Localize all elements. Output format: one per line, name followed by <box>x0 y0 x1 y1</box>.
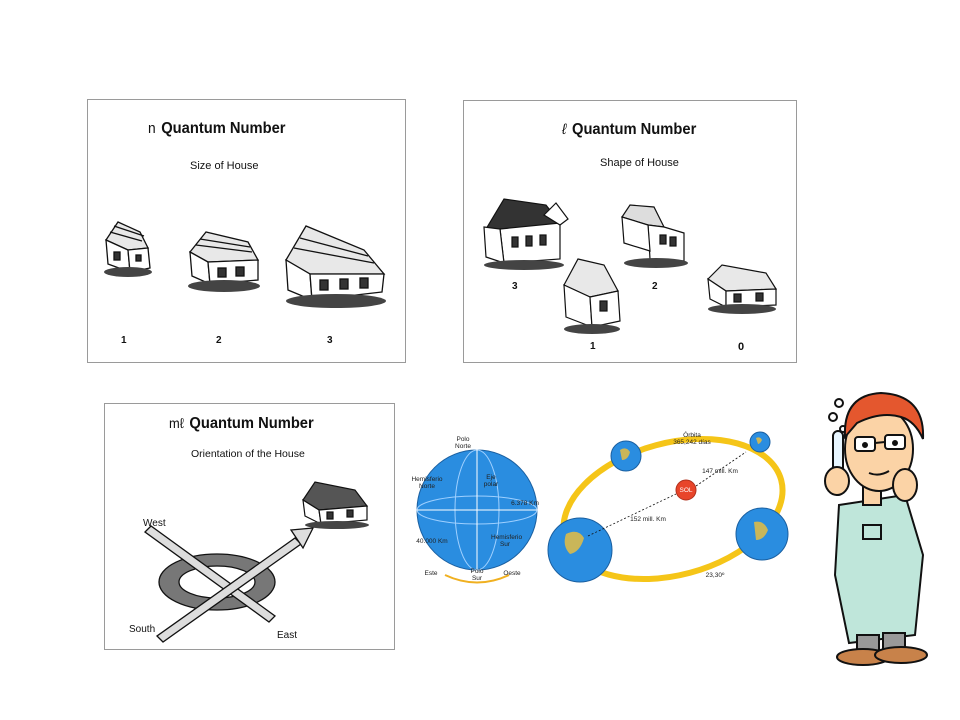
radius-label: 6.378 Km <box>511 500 539 507</box>
n-symbol: n <box>148 120 156 137</box>
orbita-label: Órbita 365,242 días <box>673 432 711 446</box>
compass-illustration <box>144 481 369 643</box>
polo-norte-label: Polo Norte <box>455 436 471 450</box>
far-distance-label: 147 mill. Km <box>702 468 738 475</box>
eje-polar-label: Eje polar <box>483 474 499 488</box>
ml-symbol: mℓ <box>169 415 184 431</box>
direction-south: South <box>129 624 156 635</box>
hemisferio-norte-label: Hemisferio Norte <box>411 476 443 490</box>
hemisferio-sur-label: Hemisferio Sur <box>491 534 523 548</box>
sun <box>675 479 697 501</box>
n-label-3: 3 <box>327 335 333 346</box>
direction-west: West <box>143 518 166 529</box>
near-distance-label: 152 mill. Km <box>630 516 666 523</box>
earth-large-left <box>547 517 613 583</box>
l-label-3: 3 <box>512 281 518 292</box>
sun-label: SOL <box>679 487 693 494</box>
earth-globe-diagram: Polo Norte Eje polar Hemisferio Norte 6.… <box>405 430 547 590</box>
n-label-1: 1 <box>121 335 127 346</box>
este-label: Este <box>424 570 438 577</box>
earth-orbit-diagram: Órbita 365,242 días 147 mill. Km SOL 152… <box>547 424 792 594</box>
oeste-label: Oeste <box>503 570 521 577</box>
l-label-1: 1 <box>590 341 596 352</box>
l-label-2: 2 <box>652 281 658 292</box>
house-shape-3 <box>483 198 569 270</box>
circumference-label: 40.000 Km <box>416 538 448 545</box>
n-panel-subtitle: Size of House <box>190 160 259 172</box>
scientist-cartoon <box>824 391 928 666</box>
n-label-2: 2 <box>216 335 222 346</box>
l-houses-illustration <box>483 198 778 334</box>
house-shape-1 <box>563 258 621 334</box>
large-house-illustration <box>285 225 386 308</box>
house-shape-2 <box>621 204 688 268</box>
tilt-label: 23,30º <box>705 572 725 579</box>
polo-sur-label: Polo Sur <box>470 568 484 582</box>
ml-panel-subtitle: Orientation of the House <box>191 448 305 460</box>
ml-house-illustration <box>302 481 369 529</box>
l-panel-subtitle: Shape of House <box>600 157 679 169</box>
small-house-illustration <box>104 221 386 308</box>
l-label-0: 0 <box>738 341 745 353</box>
medium-house-illustration <box>188 231 260 292</box>
direction-east: East <box>277 630 298 641</box>
l-symbol: ℓ <box>562 121 567 138</box>
house-shape-0 <box>707 264 778 314</box>
